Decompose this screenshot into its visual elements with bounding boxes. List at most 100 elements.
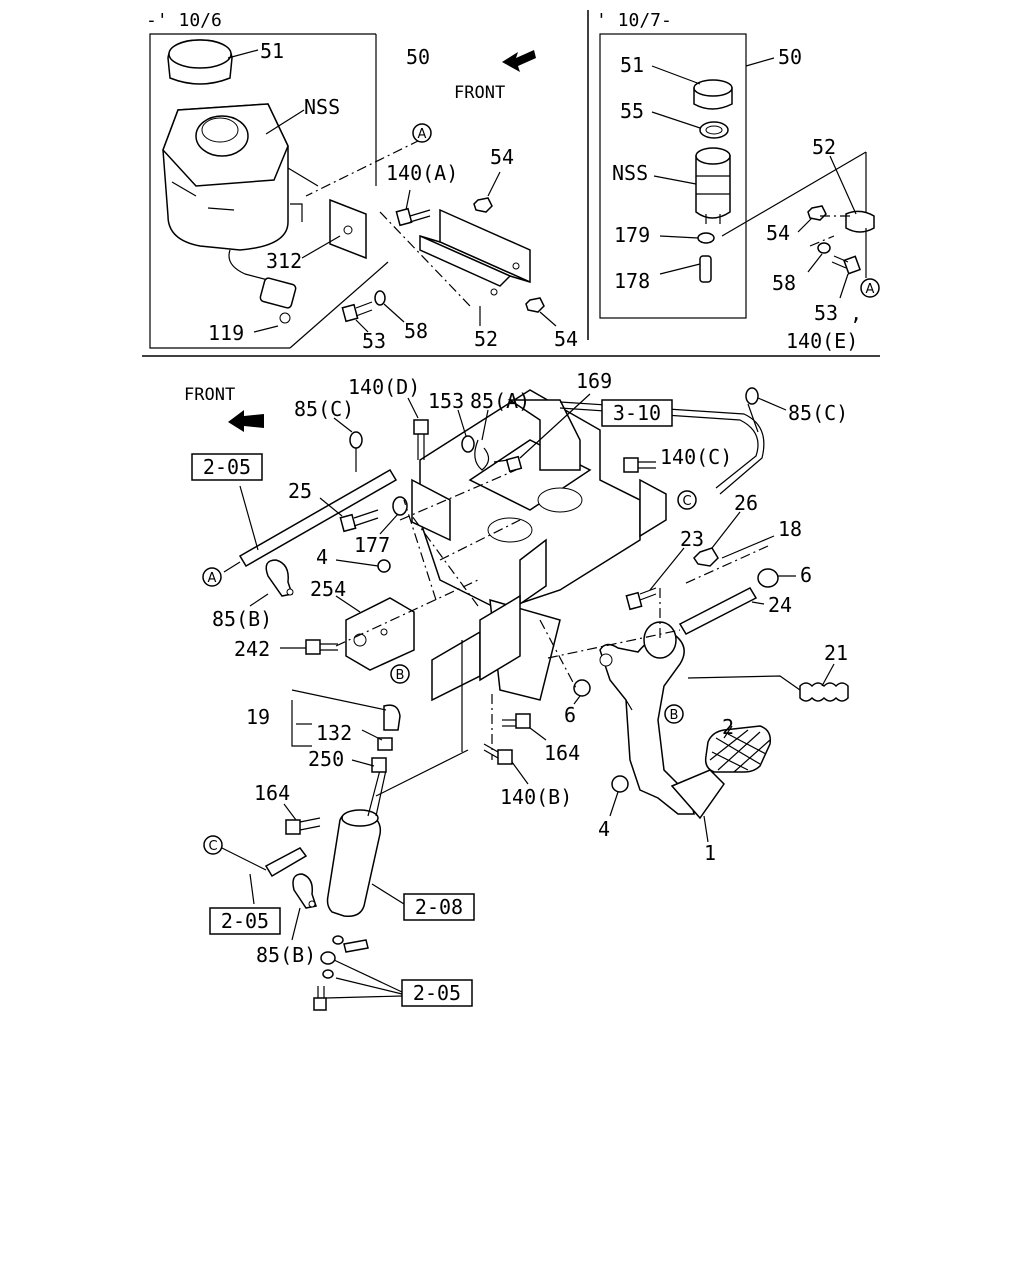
callout-53: 53 <box>362 329 386 353</box>
bottom-fittings-icon <box>313 935 369 1011</box>
bolt-164-left-icon <box>285 817 321 835</box>
panel-frames <box>142 10 880 357</box>
bracket-50-right <box>599 33 747 319</box>
callout-51-right: 51 <box>620 53 644 77</box>
ref-box-2-08[interactable]: 2-08 <box>403 893 475 921</box>
cable-85c-left-icon <box>349 431 363 472</box>
main-assembly: FRONT <box>184 369 849 1011</box>
clip-179-icon <box>697 232 715 244</box>
callout-6-lower: 6 <box>564 703 576 727</box>
nut-54-upper-icon <box>473 197 493 213</box>
bolt-164-right-icon <box>502 713 531 729</box>
circle-marker-a-main: A <box>202 567 222 587</box>
callout-140b: 140(B) <box>500 785 572 809</box>
callout-177: 177 <box>354 533 390 557</box>
pedal-pad-icon <box>670 725 772 820</box>
callout-140a: 140(A) <box>386 161 458 185</box>
ref-box-2-05-top[interactable]: 2-05 <box>191 453 263 481</box>
callout-312: 312 <box>266 249 302 273</box>
pin-178-icon <box>699 255 712 283</box>
callout-4-lower: 4 <box>598 817 610 841</box>
svg-text:2-08: 2-08 <box>415 895 463 919</box>
callout-50: 50 <box>406 45 430 69</box>
clamp-52-icon <box>845 210 875 233</box>
callout-153: 153 <box>428 389 464 413</box>
master-cylinder-icon <box>326 704 401 918</box>
bracket-50-left <box>149 33 376 349</box>
callout-85b-lower: 85(B) <box>256 943 316 967</box>
front-label-top: FRONT <box>454 83 505 103</box>
ref-box-3-10[interactable]: 3-10 <box>601 399 673 427</box>
front-arrow-icon <box>502 50 536 72</box>
callout-19: 19 <box>246 705 270 729</box>
callout-85b-upper: 85(B) <box>212 607 272 631</box>
callout-164-right: 164 <box>544 741 580 765</box>
rod-a-icon <box>238 468 398 568</box>
svg-text:C: C <box>682 494 691 509</box>
callout-55: 55 <box>620 99 644 123</box>
callout-nss: NSS <box>304 95 340 119</box>
callout-53-right: 53 , <box>814 301 862 325</box>
callout-254: 254 <box>310 577 346 601</box>
cable-85c-right-icon <box>559 387 765 495</box>
bracket-254-icon <box>345 597 415 671</box>
pin-4-lower-icon <box>611 775 629 793</box>
callout-179: 179 <box>614 223 650 247</box>
bolt-242-icon <box>305 639 338 655</box>
washer-58-right-icon <box>817 242 831 254</box>
bolt-53-right-icon <box>831 255 861 275</box>
callout-85c-left: 85(C) <box>294 397 354 421</box>
svg-text:A: A <box>866 282 875 297</box>
bolt-140a-icon <box>395 207 431 227</box>
circle-marker-c-lower: C <box>203 835 223 855</box>
callout-164-left: 164 <box>254 781 290 805</box>
callout-58-right: 58 <box>772 271 796 295</box>
bolt-169-icon <box>493 455 523 473</box>
svg-text:B: B <box>670 708 679 723</box>
top-right-panel: ' 10/7- <box>596 10 880 353</box>
bushing-177-icon <box>392 496 408 516</box>
washer-58-icon <box>374 290 386 306</box>
svg-text:A: A <box>208 571 217 586</box>
svg-text:C: C <box>208 839 217 854</box>
callout-54-lower: 54 <box>554 327 578 351</box>
circle-marker-b-upper: B <box>390 664 410 684</box>
callout-25: 25 <box>288 479 312 503</box>
callout-24: 24 <box>768 593 792 617</box>
front-label-main: FRONT <box>184 385 235 405</box>
callout-119: 119 <box>208 321 244 345</box>
ref-box-2-05-left[interactable]: 2-05 <box>209 907 281 935</box>
callout-21: 21 <box>824 641 848 665</box>
bolt-140d-icon <box>413 419 429 460</box>
circle-marker-b-lower: B <box>664 704 684 724</box>
callout-169: 169 <box>576 369 612 393</box>
callout-54-upper: 54 <box>490 145 514 169</box>
callout-58: 58 <box>404 319 428 343</box>
callout-1: 1 <box>704 841 716 865</box>
callout-23: 23 <box>680 527 704 551</box>
callout-140d: 140(D) <box>348 375 420 399</box>
callout-6-upper: 6 <box>800 563 812 587</box>
washer-153-icon <box>461 435 475 453</box>
callout-85c-right: 85(C) <box>788 401 848 425</box>
circle-marker-c-main-upper: C <box>677 490 697 510</box>
bracket-312-icon <box>329 198 367 260</box>
clip-85b-lower-icon <box>292 873 317 909</box>
front-arrow-main-icon <box>228 410 264 432</box>
ref-box-2-05-bottom[interactable]: 2-05 <box>401 979 473 1007</box>
pin-6-lower-icon <box>573 679 591 697</box>
callout-132: 132 <box>316 721 352 745</box>
reservoir-cap-right-icon <box>693 79 733 110</box>
reservoir-body-right-icon <box>695 147 731 224</box>
callout-nss-right: NSS <box>612 161 648 185</box>
callout-2: 2 <box>722 715 734 739</box>
return-spring-icon <box>687 675 849 702</box>
callout-250: 250 <box>308 747 344 771</box>
bolt-140c-icon <box>623 457 656 473</box>
bolt-25-icon <box>339 509 379 533</box>
callout-26: 26 <box>734 491 758 515</box>
bolt-140b-icon <box>483 743 513 765</box>
callout-85a: 85(A) <box>470 389 530 413</box>
callout-4-upper: 4 <box>316 545 328 569</box>
svg-text:2-05: 2-05 <box>203 455 251 479</box>
